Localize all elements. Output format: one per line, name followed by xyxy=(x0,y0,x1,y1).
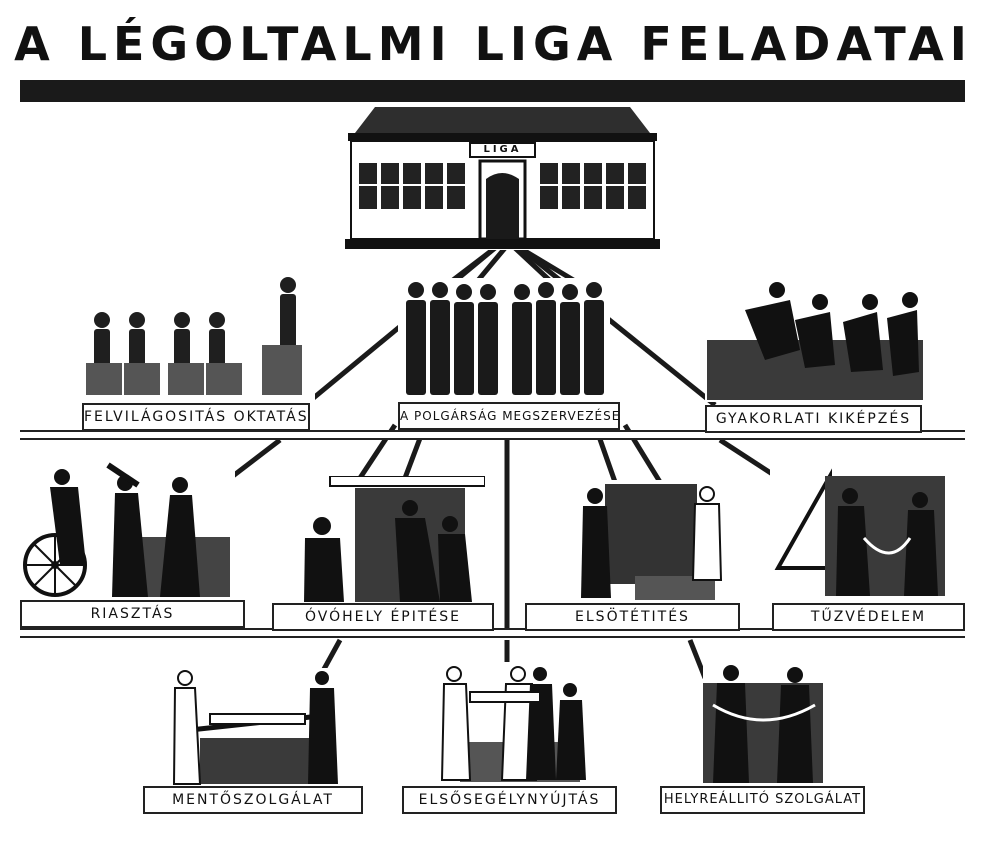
building-sign: LIGA xyxy=(483,144,522,155)
link-building-right xyxy=(518,246,717,407)
building-illustration xyxy=(345,107,660,249)
training-illustration xyxy=(707,282,923,400)
scene-ambulance xyxy=(170,668,348,786)
scene-training xyxy=(705,280,925,402)
label-tuzvedelem: TŰZVÉDELEM xyxy=(772,603,965,631)
ambulance-illustration xyxy=(172,670,338,785)
label-helyreallito: HELYREÁLLITÓ SZOLGÁLAT xyxy=(660,786,865,814)
link-tier2-helyreallito xyxy=(687,639,708,679)
restoration-illustration xyxy=(703,665,823,783)
citizens-illustration xyxy=(406,282,604,395)
lecture-illustration xyxy=(86,277,302,395)
scene-blackout xyxy=(575,480,723,600)
label-elsosegelynyujtas: ELSŐSEGÉLYNYÚJTÁS xyxy=(402,786,617,814)
scene-citizens xyxy=(398,278,610,398)
first-aid-illustration xyxy=(440,666,586,782)
scene-restoration xyxy=(703,665,825,783)
firefighting-illustration xyxy=(774,468,945,596)
title-underline-bar xyxy=(20,80,965,102)
liga-building: LIGA xyxy=(345,105,660,250)
blackout-illustration xyxy=(581,484,723,600)
scene-first-aid xyxy=(440,662,592,782)
page-title: A LÉGOLTALMI LIGA FELADATAI xyxy=(14,17,973,71)
label-felvilagositas: FELVILÁGOSITÁS OKTATÁS xyxy=(82,403,310,431)
alarm-illustration xyxy=(23,462,230,597)
scene-shelter xyxy=(300,475,486,604)
label-mentoszolgalat: MENTŐSZOLGÁLAT xyxy=(143,786,363,814)
label-ovohely: ÓVÓHELY ÉPITÉSE xyxy=(272,603,494,631)
scene-alarm xyxy=(20,455,235,600)
label-riasztas: RIASZTÁS xyxy=(20,600,245,628)
scene-firefighting xyxy=(770,468,950,600)
shelter-illustration xyxy=(304,475,486,602)
scene-lecture xyxy=(80,275,315,405)
label-gyakorlati: GYAKORLATI KIKÉPZÉS xyxy=(705,405,922,433)
rail-tier1 xyxy=(20,430,965,440)
label-elsotetites: ELSÖTÉTITÉS xyxy=(525,603,740,631)
label-polgarsag: A POLGÁRSÁG MEGSZERVEZÉSE xyxy=(398,402,620,430)
